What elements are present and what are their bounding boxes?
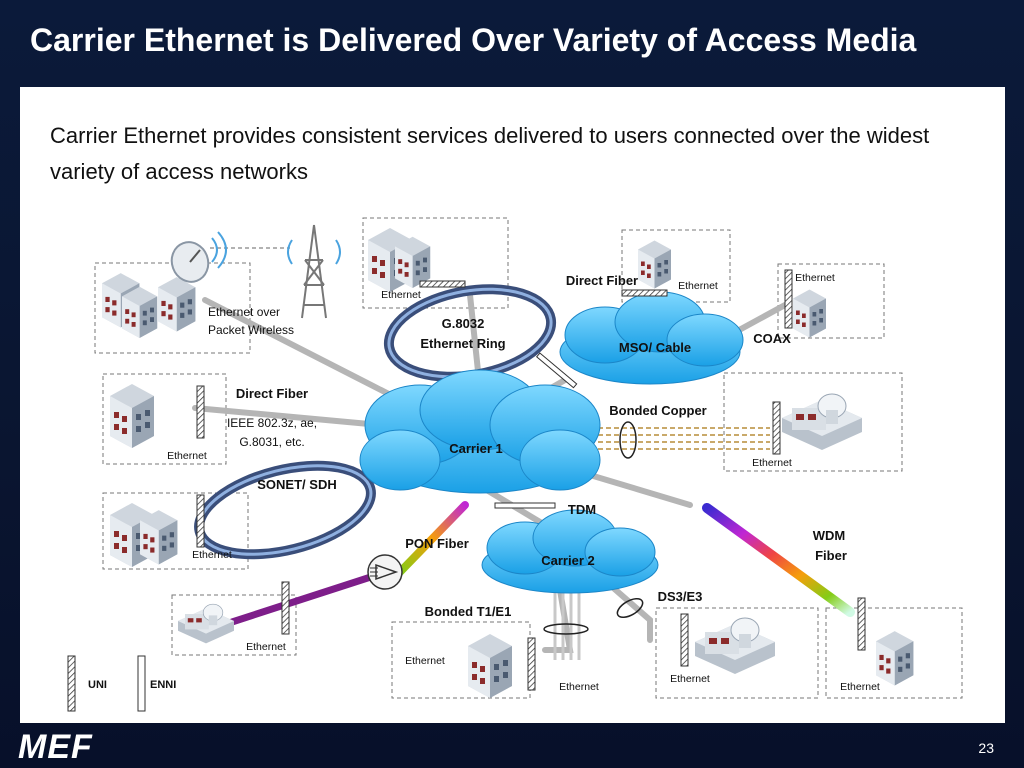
wdm-label-line2: Fiber — [815, 548, 847, 563]
ethernet-label: Ethernet — [795, 272, 835, 284]
wdm-label-line1: WDM — [813, 528, 846, 543]
legend-uni-marker — [67, 655, 76, 712]
site-box-pon — [171, 594, 297, 656]
left-fiber-link — [192, 405, 383, 428]
uni-marker — [857, 597, 866, 651]
ieee-label-line1: IEEE 802.3z, ae, — [227, 416, 317, 430]
ethernet-ring-label: Ethernet Ring — [420, 336, 505, 351]
direct-fiber-left-label: Direct Fiber — [236, 386, 308, 401]
legend-uni-label: UNI — [88, 679, 107, 691]
bonded-copper-lines — [590, 427, 770, 450]
uni-marker — [784, 269, 793, 329]
bonded-t1-bundle-icon — [543, 623, 589, 635]
office-building-icon — [876, 631, 914, 686]
carrier1-cloud — [359, 369, 601, 494]
site-box-wdm — [825, 607, 963, 699]
ethernet-label: Ethernet — [678, 280, 718, 292]
t1-link — [542, 587, 574, 653]
uni-marker — [680, 613, 689, 667]
uni-marker — [527, 637, 536, 691]
wdm-trunk — [587, 472, 693, 508]
pon-fiber-link — [396, 501, 469, 576]
office-building-icon — [122, 286, 158, 338]
ethernet-label: Ethernet — [405, 655, 445, 667]
office-building-icon — [140, 510, 178, 565]
uni-marker — [196, 385, 205, 439]
ethernet-label: Ethernet — [246, 641, 286, 653]
office-building-icon — [793, 289, 826, 338]
diagram-labels: Carrier 1 Carrier 2 MSO/ Cable G.8032 Et… — [88, 272, 880, 693]
bonded-copper-bundle-icon — [619, 421, 637, 459]
slide-subtitle: Carrier Ethernet provides consistent ser… — [50, 123, 930, 184]
slide-title: Carrier Ethernet is Delivered Over Varie… — [30, 22, 917, 58]
site-box-ds3 — [655, 607, 819, 699]
ethernet-label: Ethernet — [840, 681, 880, 693]
site-box-top — [362, 217, 509, 309]
office-building-icon — [395, 236, 431, 288]
page-number: 23 — [978, 740, 994, 756]
g8032-label: G.8032 — [442, 316, 485, 331]
uni-marker — [419, 280, 466, 288]
satellite-dish-icon — [170, 231, 227, 283]
ethernet-label: Ethernet — [752, 457, 792, 469]
wdm-fiber-link — [702, 503, 855, 617]
ethernet-label: Ethernet — [670, 673, 710, 685]
office-building-icon — [158, 277, 196, 332]
legend-enni-marker — [137, 655, 146, 712]
site-box-bonded-copper — [723, 372, 903, 472]
ethernet-label: Ethernet — [559, 681, 599, 693]
legend-enni-label: ENNI — [150, 679, 176, 691]
pon-fiber-label: PON Fiber — [405, 536, 469, 551]
dome-building-icon — [781, 393, 863, 451]
mef-logo: MEF — [18, 728, 93, 766]
dome-building-icon — [694, 617, 776, 675]
carrier2-cloud — [481, 509, 659, 594]
wireless-label-line1: Ethernet over — [208, 305, 280, 319]
uni-marker — [281, 581, 290, 635]
carrier2-label: Carrier 2 — [541, 553, 594, 568]
coax-label: COAX — [753, 331, 791, 346]
ethernet-label: Ethernet — [192, 549, 232, 561]
sonet-sdh-label: SONET/ SDH — [257, 477, 336, 492]
uni-marker — [196, 494, 205, 548]
radio-tower-icon — [287, 224, 341, 319]
enni-marker — [494, 502, 556, 509]
site-box-coax — [777, 263, 885, 339]
bonded-t1-label: Bonded T1/E1 — [425, 604, 512, 619]
direct-fiber-top-label: Direct Fiber — [566, 273, 638, 288]
pon-drop-link — [228, 570, 384, 626]
ds3-bundle-icon — [616, 597, 644, 619]
office-building-icon — [110, 384, 154, 448]
ieee-label-line2: G.8031, etc. — [239, 435, 304, 449]
carrier1-label: Carrier 1 — [449, 441, 502, 456]
ds3-link — [607, 582, 653, 643]
site-box-sonet — [102, 492, 249, 570]
site-box-left-fiber — [102, 373, 227, 465]
pon-splitter-icon — [367, 554, 403, 590]
uni-marker — [621, 289, 668, 297]
mso-cloud — [559, 291, 744, 385]
dome-building-icon — [177, 603, 235, 644]
bonded-copper-label: Bonded Copper — [609, 403, 707, 418]
wireless-label-line2: Packet Wireless — [208, 323, 294, 337]
mso-cable-label: MSO/ Cable — [619, 340, 691, 355]
tdm-label: TDM — [568, 502, 596, 517]
office-building-icon — [638, 240, 671, 289]
ethernet-label: Ethernet — [381, 289, 421, 301]
enni-marker — [535, 352, 578, 389]
ethernet-label: Ethernet — [167, 450, 207, 462]
interface-markers — [67, 269, 866, 712]
wireless-link — [202, 297, 423, 413]
office-building-icon — [468, 634, 512, 698]
uni-marker — [772, 401, 781, 455]
ds3-e3-label: DS3/E3 — [658, 589, 703, 604]
